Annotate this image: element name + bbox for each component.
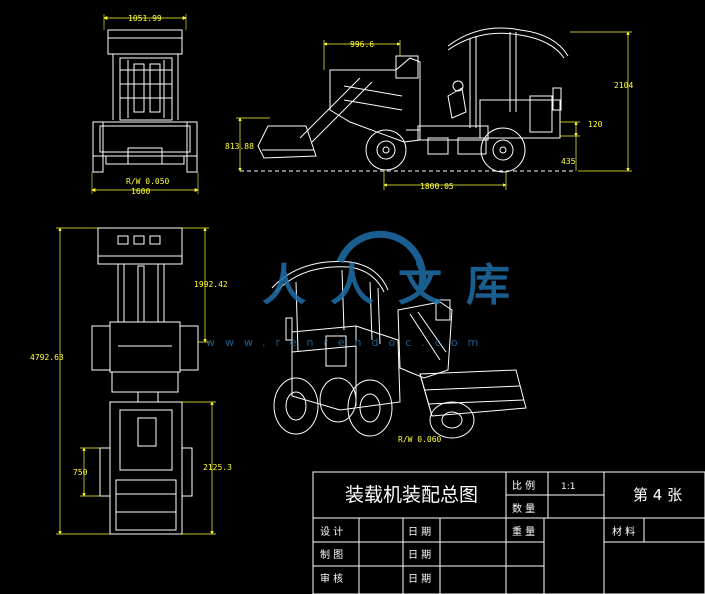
date-label-1: 日 期 xyxy=(408,526,431,538)
watermark-url: www.renrendoc.com xyxy=(206,336,488,349)
dim-plan-front: 1992.42 xyxy=(194,280,228,289)
dim-side-ground: 435 xyxy=(561,157,576,166)
sheet-number: 第 4 张 xyxy=(633,486,682,504)
draw-label: 制 图 xyxy=(320,548,343,561)
title-block-frame xyxy=(312,471,705,594)
watermark: 人人文库 www.renrendoc.com xyxy=(206,230,534,349)
plan-view-dimension-labels: 4792.63 1992.42 2125.3 750 xyxy=(30,280,232,477)
scale-label: 比 例 xyxy=(512,479,535,492)
date-label-3: 日 期 xyxy=(408,573,431,585)
drawing-title: 装载机装配总图 xyxy=(345,484,478,506)
dim-side-wheelbase: 1800.05 xyxy=(420,182,454,191)
front-view-scale: R/W 0.050 xyxy=(126,177,170,186)
side-view-dimensions xyxy=(236,31,632,190)
side-view xyxy=(240,27,575,173)
dim-front-width: 1600 xyxy=(131,187,150,196)
dim-side-bucket-height: 813.88 xyxy=(225,142,254,151)
dim-side-arm: 996.6 xyxy=(350,40,374,49)
quantity-label: 数 量 xyxy=(512,502,535,515)
watermark-brand: 人人文库 xyxy=(262,260,534,311)
date-label-2: 日 期 xyxy=(408,549,431,561)
material-label: 材 料 xyxy=(612,525,635,538)
dim-plan-small: 750 xyxy=(73,468,88,477)
side-view-dimension-labels: 996.6 2104 813.88 120 435 1800.05 xyxy=(225,40,633,191)
isometric-view-scale: R/W 0.060 xyxy=(398,435,442,444)
design-label: 设 计 xyxy=(320,525,343,538)
isometric-view xyxy=(271,261,527,439)
dim-plan-total: 4792.63 xyxy=(30,353,64,362)
plan-view-dimensions xyxy=(56,227,216,535)
scale-value: 1:1 xyxy=(561,482,575,492)
watermark-ring-icon xyxy=(336,230,427,294)
front-view-dimensions: 1051.99 1600 R/W 0.050 xyxy=(91,14,199,196)
dim-top-width: 1051.99 xyxy=(128,14,162,23)
front-view xyxy=(92,29,198,173)
title-block-text: 装载机装配总图 比 例 1:1 数 量 第 4 张 重 量 材 料 设 计 制 … xyxy=(320,479,682,585)
dim-side-step: 120 xyxy=(588,120,603,129)
plan-view xyxy=(91,227,199,535)
weight-label: 重 量 xyxy=(512,525,535,538)
review-label: 审 核 xyxy=(320,572,343,585)
dim-plan-rear: 2125.3 xyxy=(203,463,232,472)
dim-side-height: 2104 xyxy=(614,81,633,90)
